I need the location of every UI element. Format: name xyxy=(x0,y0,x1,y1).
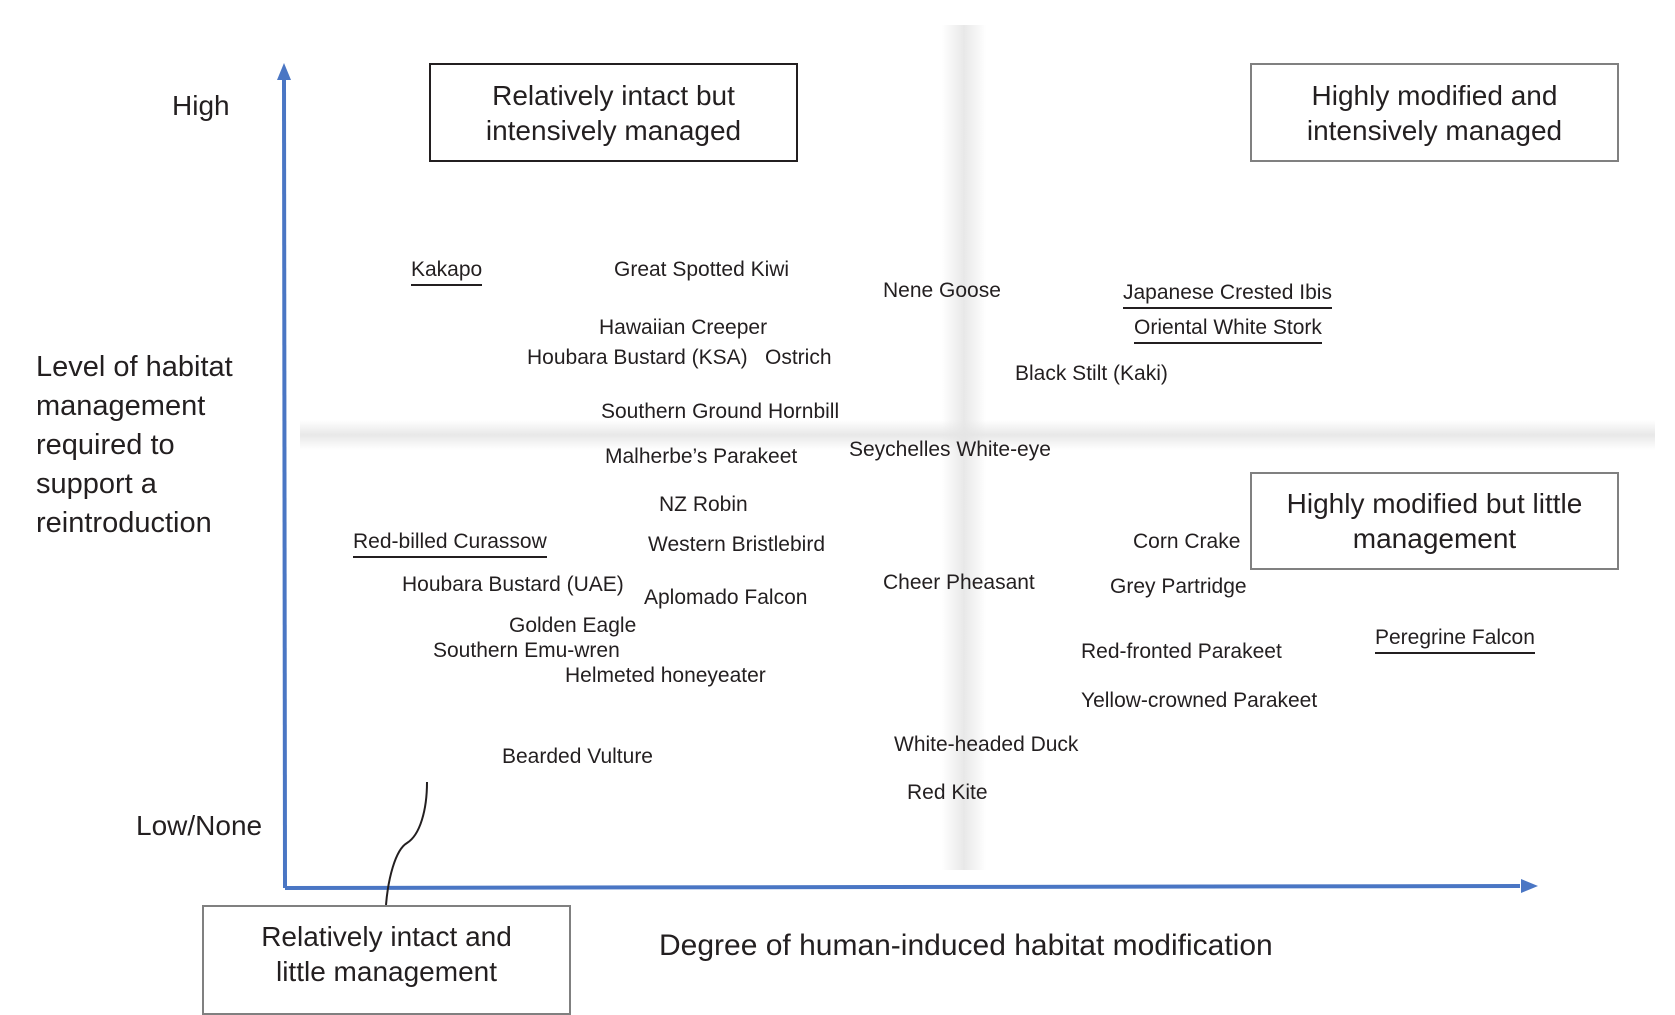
horizontal-quadrant-divider xyxy=(300,420,1655,450)
y-tick-high: High xyxy=(172,90,230,121)
species-label: Japanese Crested Ibis xyxy=(1123,281,1332,309)
y-axis-title: Level of habitat management required to … xyxy=(36,351,233,539)
species-label: White-headed Duck xyxy=(894,733,1079,756)
species-label: Aplomado Falcon xyxy=(644,586,808,609)
quadrant-box-top-right: Highly modified and intensively managed xyxy=(1250,63,1619,162)
species-label: Malherbe’s Parakeet xyxy=(605,445,798,468)
species-label: Peregrine Falcon xyxy=(1375,626,1535,654)
species-label: Houbara Bustard (KSA) xyxy=(527,346,748,369)
y-axis-arrow xyxy=(277,63,291,889)
species-label: Golden Eagle xyxy=(509,614,637,637)
species-label: Great Spotted Kiwi xyxy=(614,258,790,281)
quadrant-label: Highly modified and intensively managed xyxy=(1306,79,1563,146)
species-label: Kakapo xyxy=(411,258,483,286)
quadrant-label: Highly modified but little management xyxy=(1286,488,1583,554)
species-label: Oriental White Stork xyxy=(1134,316,1322,344)
quadrant-label: Relatively intact but intensively manage… xyxy=(485,79,742,146)
species-label: Southern Emu-wren xyxy=(433,639,620,662)
species-label: Seychelles White-eye xyxy=(849,438,1051,461)
species-label: Houbara Bustard (UAE) xyxy=(402,573,624,596)
connector-line xyxy=(385,781,428,906)
species-label: Red-fronted Parakeet xyxy=(1081,640,1282,663)
species-label: Corn Crake xyxy=(1133,530,1241,553)
x-axis-arrow xyxy=(284,879,1538,893)
species-label: Nene Goose xyxy=(883,279,1001,302)
species-label: Grey Partridge xyxy=(1110,575,1247,598)
axes-graphic xyxy=(277,63,1538,906)
species-label: Western Bristlebird xyxy=(648,533,826,556)
quadrant-box-bottom-right: Highly modified but little management xyxy=(1250,472,1619,570)
species-label: Red Kite xyxy=(907,781,988,804)
quadrant-label: Relatively intact and little management xyxy=(261,921,512,987)
x-axis-title: Degree of human-induced habitat modifica… xyxy=(659,929,1273,962)
quadrant-box-bottom-left: Relatively intact and little management xyxy=(202,905,571,1015)
y-tick-low-none: Low/None xyxy=(136,810,263,841)
species-label: Southern Ground Hornbill xyxy=(601,400,840,423)
quadrant-box-top-left: Relatively intact but intensively manage… xyxy=(429,63,798,162)
species-label: Ostrich xyxy=(765,346,832,369)
species-label: Black Stilt (Kaki) xyxy=(1015,362,1168,385)
species-label: Bearded Vulture xyxy=(502,745,653,768)
species-label: Hawaiian Creeper xyxy=(599,316,768,339)
species-label: Helmeted honeyeater xyxy=(565,664,766,687)
species-label: Cheer Pheasant xyxy=(883,571,1035,594)
species-label: NZ Robin xyxy=(659,493,748,516)
species-label: Red-billed Curassow xyxy=(353,530,547,558)
species-label: Yellow-crowned Parakeet xyxy=(1081,689,1318,712)
